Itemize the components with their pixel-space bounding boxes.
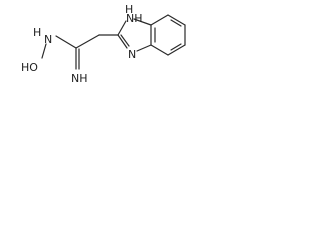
- structure-diagram: NH H N N H HO NH: [0, 0, 196, 112]
- benzimidazole-amidoxime-structure: NH H N N H HO NH: [21, 3, 186, 85]
- imidazole-ring: [117, 18, 152, 52]
- atom-label-n-hydroxy: N: [44, 33, 52, 46]
- atom-label-nh-ring: NH: [126, 12, 143, 25]
- atom-label-imine-nh: NH: [71, 72, 88, 85]
- atom-label-n-ring: N: [128, 48, 136, 61]
- atom-label-h-nh-ring: H: [125, 3, 133, 16]
- atom-label-hydroxy-o: HO: [21, 61, 38, 74]
- side-chain: [41, 34, 119, 70]
- benzene-ring: [150, 14, 186, 56]
- atom-label-h-hydroxy-n: H: [33, 26, 41, 39]
